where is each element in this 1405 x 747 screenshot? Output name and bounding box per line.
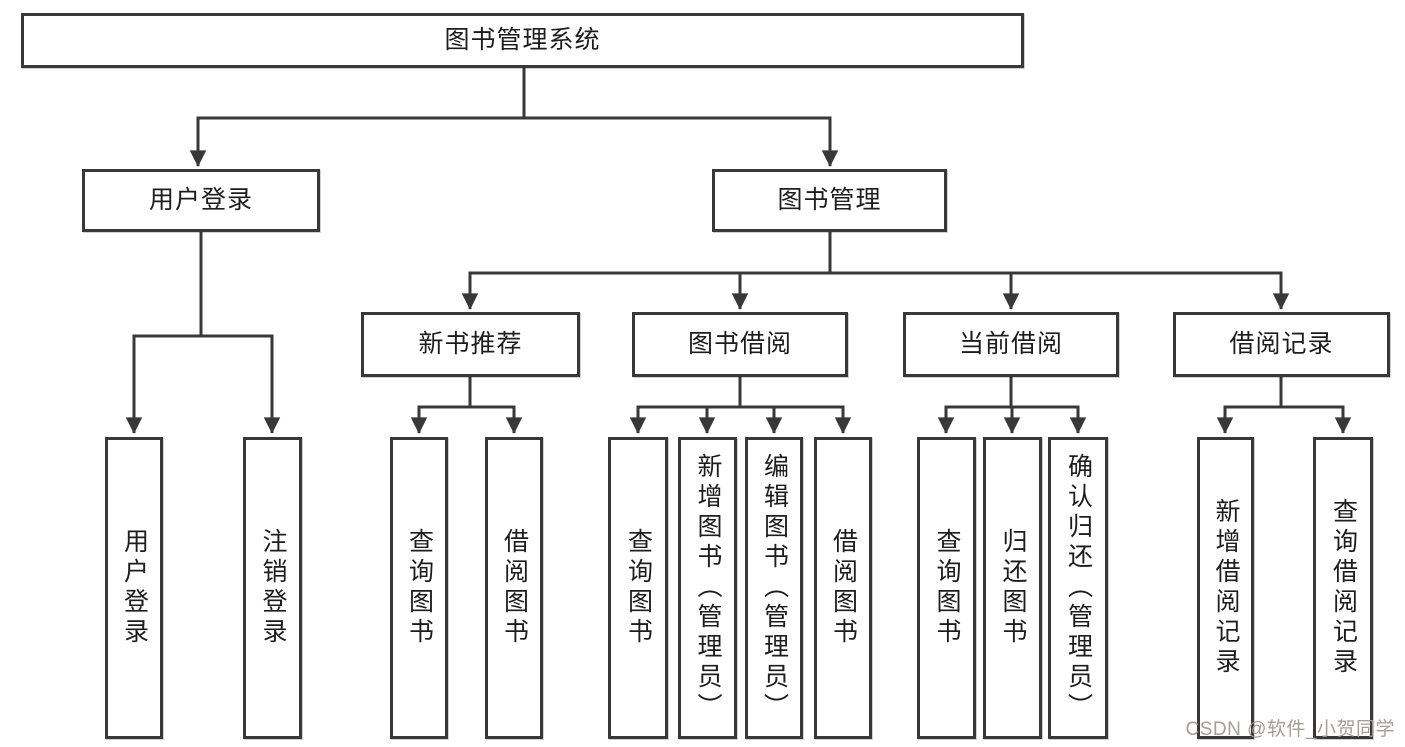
leaf-user-login: 用户登录: [105, 437, 163, 739]
node-book-borrow: 图书借阅: [632, 312, 848, 377]
leaf-current-return-book: 归还图书: [983, 437, 1042, 739]
leaf-borrow-borrow-book: 借阅图书: [814, 437, 872, 739]
node-root-label: 图书管理系统: [444, 26, 601, 54]
leaf-borrow-add-book-admin: 新增图书（管理员）: [678, 437, 737, 739]
node-root: 图书管理系统: [21, 13, 1024, 68]
leaf-current-query-book: 查询图书: [917, 437, 976, 739]
leaf-borrow-query-book-label: 查询图书: [624, 528, 653, 648]
leaf-logout: 注销登录: [243, 437, 302, 739]
node-book-borrow-label: 图书借阅: [687, 330, 792, 358]
node-borrow-records-label: 借阅记录: [1229, 330, 1334, 358]
node-book-mgmt: 图书管理: [712, 169, 947, 232]
leaf-newrec-query-book: 查询图书: [390, 437, 448, 739]
leaf-current-query-book-label: 查询图书: [933, 528, 961, 648]
leaf-records-query-record: 查询借阅记录: [1313, 437, 1373, 739]
leaf-borrow-query-book: 查询图书: [608, 437, 668, 739]
csdn-watermark: CSDN @软件_小贺同学: [1185, 719, 1395, 740]
leaf-newrec-query-book-label: 查询图书: [405, 528, 434, 648]
leaf-records-add-record: 新增借阅记录: [1197, 437, 1254, 739]
leaf-newrec-borrow-book-label: 借阅图书: [500, 528, 529, 648]
node-new-book-rec: 新书推荐: [361, 312, 580, 377]
leaf-borrow-add-book-admin-label: 新增图书（管理员）: [694, 453, 722, 723]
leaf-current-confirm-return-admin: 确认归还（管理员）: [1048, 437, 1108, 739]
leaf-records-add-record-label: 新增借阅记录: [1212, 498, 1240, 678]
node-new-book-rec-label: 新书推荐: [418, 330, 523, 358]
leaf-current-confirm-return-admin-label: 确认归还（管理员）: [1064, 453, 1093, 723]
leaf-records-query-record-label: 查询借阅记录: [1329, 498, 1358, 678]
node-book-mgmt-label: 图书管理: [777, 186, 882, 214]
node-current-borrow: 当前借阅: [903, 312, 1119, 377]
leaf-user-login-label: 用户登录: [120, 528, 149, 648]
node-user-login-label: 用户登录: [148, 186, 253, 214]
node-borrow-records: 借阅记录: [1173, 312, 1390, 377]
leaf-borrow-borrow-book-label: 借阅图书: [829, 528, 858, 648]
leaf-borrow-edit-book-admin-label: 编辑图书（管理员）: [760, 453, 789, 723]
leaf-borrow-edit-book-admin: 编辑图书（管理员）: [745, 437, 803, 739]
leaf-current-return-book-label: 归还图书: [999, 528, 1027, 648]
leaf-logout-label: 注销登录: [259, 528, 287, 648]
node-current-borrow-label: 当前借阅: [958, 330, 1063, 358]
leaf-newrec-borrow-book: 借阅图书: [485, 437, 543, 739]
node-user-login: 用户登录: [82, 169, 320, 232]
